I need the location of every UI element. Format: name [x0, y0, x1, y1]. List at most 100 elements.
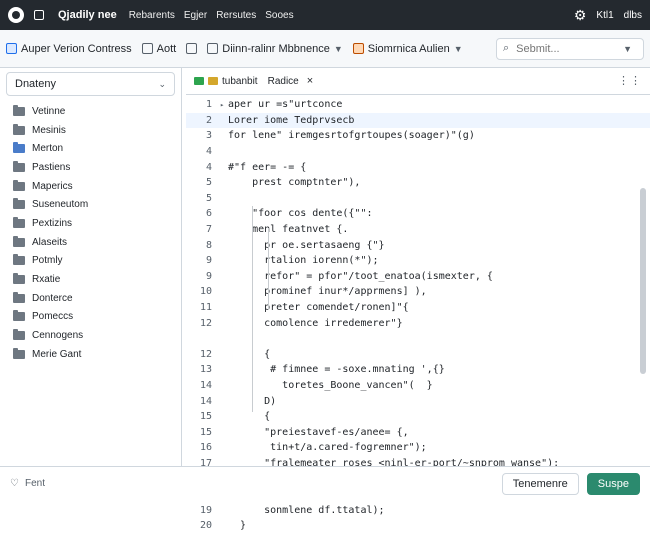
user-name[interactable]: dlbs	[623, 9, 642, 21]
code-line[interactable]: 15 {	[186, 409, 650, 425]
code-line[interactable]: 14 toretes_Boone_vancen"( }	[186, 378, 650, 394]
code-line[interactable]: 20 }	[186, 518, 650, 534]
folder-icon	[13, 273, 25, 285]
fold-arrow-icon: ▸	[220, 100, 225, 109]
sidebar-item[interactable]: Mesinis	[0, 121, 181, 140]
sidebar-item[interactable]: Pomeccs	[0, 308, 181, 327]
code-line[interactable]: 4	[186, 144, 650, 160]
code-line[interactable]: 14 D)	[186, 393, 650, 409]
code-line[interactable]: 5	[186, 191, 650, 207]
sidebar-item[interactable]: Potmly	[0, 252, 181, 271]
code-line[interactable]: 12 comolence irredemerer"}	[186, 315, 650, 331]
code-line[interactable]: 19 sonmlene df.ttatal);	[186, 502, 650, 518]
square-icon[interactable]	[34, 10, 44, 20]
code-line[interactable]: 10 prominef inur*/apprmens] ),	[186, 284, 650, 300]
code-line[interactable]: 11 preter comendet/ronen]"{	[186, 300, 650, 316]
line-number: 6	[205, 208, 212, 220]
code-line[interactable]: 1 ▸aper ur =s"urtconce	[186, 97, 650, 113]
code-line[interactable]: 15 "preiestavef-es/anee= {,	[186, 424, 650, 440]
submit-button[interactable]: Suspe	[586, 472, 640, 495]
workspace-icon	[352, 43, 364, 54]
branch-selector[interactable]: Diinn-ralinr Mbbnence ▼	[207, 43, 343, 55]
code-text: comolence irredemerer"}	[228, 317, 403, 329]
project-selector[interactable]: Auper Verion Contress	[6, 43, 132, 55]
sidebar-item[interactable]: Vetinne	[0, 102, 181, 121]
editor-scrollbar[interactable]	[640, 188, 646, 374]
tab-radice[interactable]: Radice ×	[268, 75, 314, 87]
code-line[interactable]: 9 refor" = pfor"/toot_enatoa(ismexter, {	[186, 269, 650, 285]
folder-icon	[13, 123, 25, 135]
sidebar-item[interactable]: Cennogens	[0, 326, 181, 345]
code-line[interactable]: 13 # fimnee = -soxe.mnating ',{}	[186, 362, 650, 378]
code-line[interactable]: 7 menl featnvet {.	[186, 222, 650, 238]
sidebar-item[interactable]: Donterce	[0, 289, 181, 308]
copy-button[interactable]	[186, 43, 198, 54]
sidebar-item[interactable]: Rxatie	[0, 270, 181, 289]
folder-icon	[13, 329, 25, 341]
chevron-down-icon[interactable]: ▼	[623, 43, 633, 54]
code-line[interactable]: 4#"f eer= -= {	[186, 159, 650, 175]
line-number: 19	[199, 504, 212, 516]
sidebar-item[interactable]: Merie Gant	[0, 345, 181, 364]
file-icon	[208, 77, 218, 85]
code-line[interactable]: 17 "fralemeater roses <ninl-er-port/~snp…	[186, 456, 650, 472]
line-number: 1	[205, 99, 212, 111]
toolbar-item-2[interactable]: Aott	[141, 43, 176, 55]
code-text: {	[228, 411, 271, 423]
tab-label: Radice	[267, 75, 299, 87]
sidebar-item-label: Pextizins	[32, 217, 73, 229]
footer-left[interactable]: ♡ Fent	[10, 478, 45, 489]
sidebar-item[interactable]: Pextizins	[0, 214, 181, 233]
code-text: Lorer iome Tedprvsecb	[228, 114, 355, 126]
sidebar-item[interactable]: Alaseits	[0, 233, 181, 252]
code-line[interactable]: 8 pr oe.sertasaeng {"}	[186, 237, 650, 253]
code-text: aper ur =s"urtconce	[228, 99, 343, 111]
line-number: 5	[205, 177, 212, 189]
code-text: "preiestavef-es/anee= {,	[228, 426, 409, 438]
sidebar-item[interactable]: Merton	[0, 139, 181, 158]
github-logo-icon[interactable]	[8, 7, 24, 23]
line-number: 17	[199, 457, 212, 469]
gear-icon[interactable]: ⚙	[573, 7, 587, 23]
nav-item-1[interactable]: Rebarents	[128, 9, 175, 21]
sidebar-item[interactable]: Pastiens	[0, 158, 181, 177]
nav-item-4[interactable]: Sooes	[265, 9, 294, 21]
search-box[interactable]: ⌕ ▼	[496, 37, 644, 60]
code-line[interactable]	[186, 331, 650, 347]
nav-item-3[interactable]: Rersutes	[216, 9, 257, 21]
sidebar-item[interactable]: Suseneutom	[0, 195, 181, 214]
line-number: 13	[199, 364, 212, 376]
sidebar-item-label: Pomeccs	[32, 311, 74, 323]
sidebar-item[interactable]: Maperics	[0, 177, 181, 196]
tab-tubanbit[interactable]: tubanbit	[194, 76, 258, 87]
code-line[interactable]: 5 prest comptnter"),	[186, 175, 650, 191]
secondary-button[interactable]: Tenemenre	[501, 472, 579, 495]
code-text: "foor cos dente({"":	[228, 208, 373, 220]
project-label: Auper Verion Contress	[21, 42, 132, 55]
workspace-label: Siomrnica Aulien	[367, 42, 450, 55]
line-number: 11	[199, 302, 212, 314]
code-line[interactable]: 9 rtalion iorenn(*");	[186, 253, 650, 269]
sidebar-item-label: Cennogens	[32, 330, 84, 342]
folder-icon	[13, 104, 25, 116]
nav-item-2[interactable]: Egjer	[183, 9, 208, 21]
code-line[interactable]: 16 tin+t/a.cared-fogremner");	[186, 440, 650, 456]
search-icon: ⌕	[503, 42, 510, 54]
workspace-selector[interactable]: Siomrnica Aulien ▼	[352, 42, 463, 55]
code-line[interactable]: 6 "foor cos dente({"":	[186, 206, 650, 222]
code-line[interactable]: 12 {	[186, 347, 650, 363]
folder-icon	[13, 254, 25, 266]
close-icon[interactable]: ×	[306, 75, 314, 87]
search-input[interactable]	[514, 41, 619, 56]
user-label[interactable]: Ktl1	[596, 9, 614, 21]
chevron-down-icon: ⌄	[158, 78, 166, 89]
sidebar-selector-label: Dnateny	[15, 78, 56, 90]
top-bar: Qjadily nee Rebarents Egjer Rersutes Soo…	[0, 0, 650, 30]
sidebar-item-label: Rxatie	[32, 274, 61, 286]
sidebar-selector[interactable]: Dnateny ⌄	[6, 72, 175, 96]
branch-icon	[141, 43, 153, 54]
more-options-icon[interactable]: ⋮⋮	[618, 75, 642, 87]
